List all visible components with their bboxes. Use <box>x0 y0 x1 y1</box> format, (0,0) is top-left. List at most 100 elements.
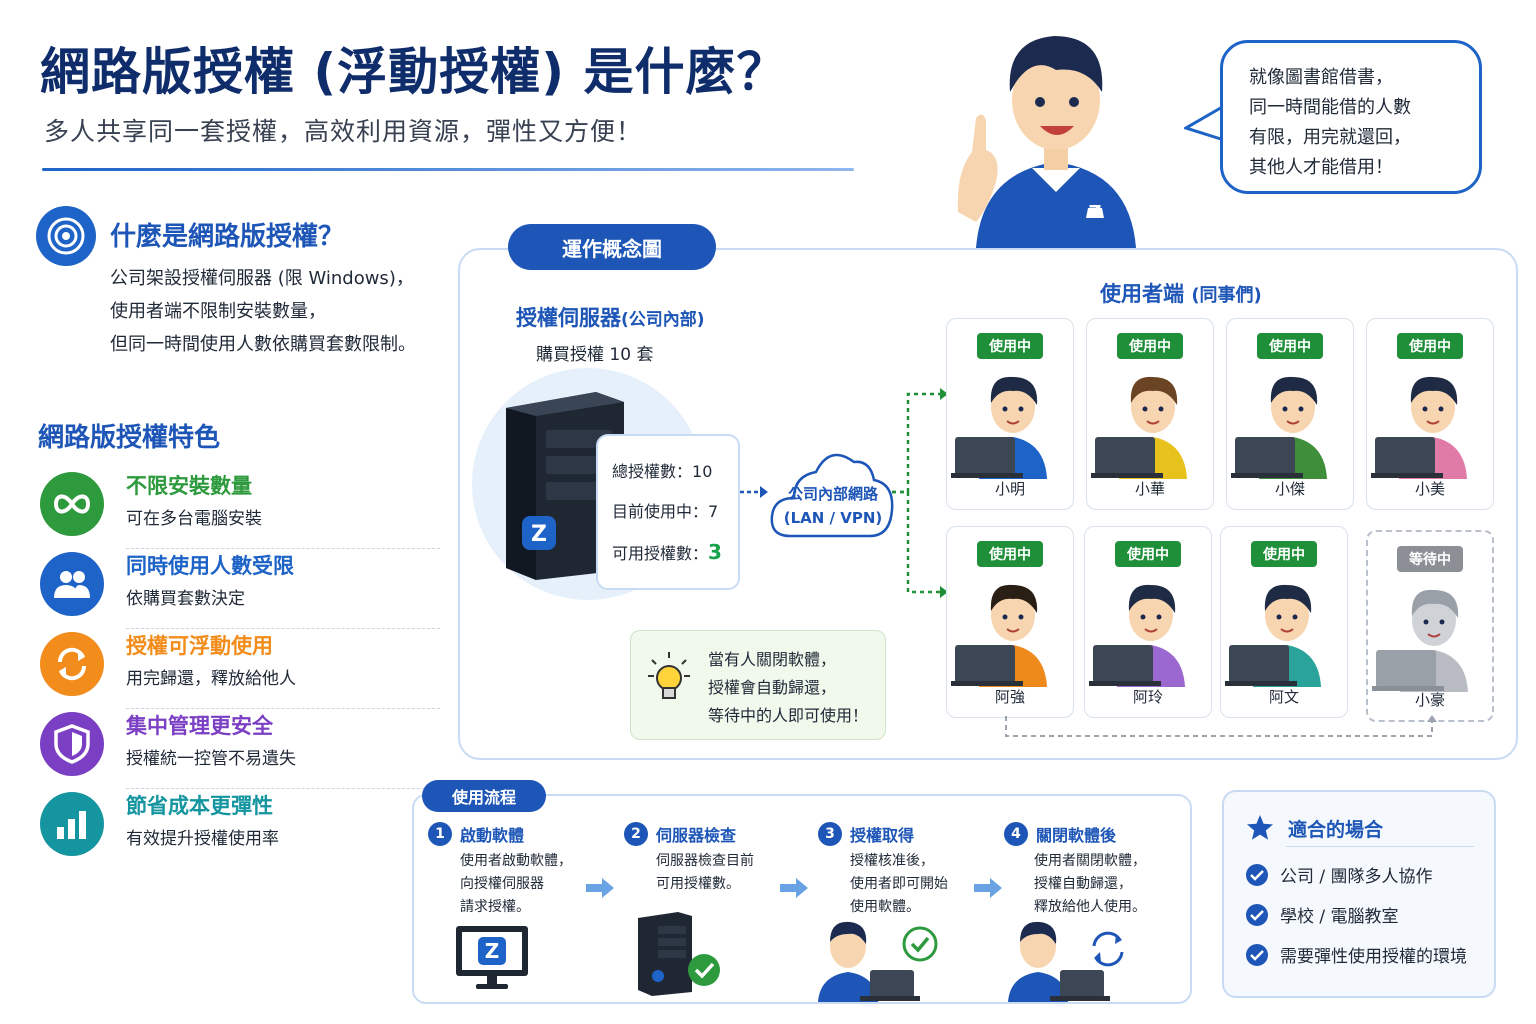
step-line: 使用者啟動軟體， <box>460 853 572 869</box>
step-line: 釋放給他人使用。 <box>1034 899 1146 915</box>
network-label-line: (LAN / VPN) <box>783 509 883 527</box>
users-title-note: (同事們) <box>1191 285 1262 306</box>
step-line: 可用授權數。 <box>656 876 740 892</box>
server-purchased-licenses: 購買授權 10 套 <box>536 345 654 365</box>
server-title-text: 授權伺服器 <box>516 306 621 330</box>
user-approved-icon <box>818 921 938 1002</box>
shield-icon <box>40 712 104 776</box>
monitor-icon: Z <box>456 926 528 989</box>
bubble-tail <box>1184 104 1225 142</box>
flow-step-desc: 使用者關閉軟體， 授權自動歸還， 釋放給他人使用。 <box>1034 850 1146 919</box>
flow-arrow-icon <box>974 878 1002 898</box>
arrow-to-network-icon <box>740 486 768 498</box>
star-icon <box>1247 815 1273 840</box>
user-name: 小豪 <box>1414 691 1445 709</box>
user-name: 小明 <box>994 480 1025 498</box>
available-licenses-label: 可用授權數： <box>612 544 709 563</box>
step-line: 使用者即可開始 <box>850 876 948 892</box>
mascot-illustration: Z <box>957 36 1136 248</box>
feature-desc: 有效提升授權使用率 <box>126 829 279 849</box>
suitable-title-text: 適合的場合 <box>1288 818 1384 841</box>
user-avatar <box>1231 376 1327 479</box>
status-badge: 使用中 <box>1397 333 1463 359</box>
user-avatar <box>1089 584 1185 687</box>
feature-divider <box>126 548 440 549</box>
feature-item: 授權可浮動使用 用完歸還，釋放給他人 <box>40 628 440 709</box>
user-card-waiting: 等待中 小豪 <box>1366 530 1494 722</box>
server-title-note: (公司內部) <box>621 310 705 330</box>
what-is-description: 公司架設授權伺服器 (限 Windows)， 使用者端不限制安裝數量， 但同一時… <box>110 262 450 361</box>
feature-divider <box>126 708 440 709</box>
step-number: 3 <box>818 822 842 846</box>
status-badge: 使用中 <box>1117 333 1183 359</box>
user-avatar <box>951 584 1047 687</box>
step-line: 向授權伺服器 <box>460 876 544 892</box>
feature-desc: 用完歸還，釋放給他人 <box>126 669 296 689</box>
feature-name: 不限安裝數量 <box>126 474 252 498</box>
feature-name: 授權可浮動使用 <box>126 634 273 658</box>
user-release-icon <box>1008 921 1124 1002</box>
network-label-line: 公司內部網路 <box>787 485 878 503</box>
suitable-item-text: 公司 / 團隊多人協作 <box>1280 867 1433 887</box>
suitable-divider <box>1286 846 1474 847</box>
step-line: 請求授權。 <box>460 899 530 915</box>
feature-item: 集中管理更安全 授權統一控管不易遺失 <box>40 708 440 789</box>
status-badge: 使用中 <box>1251 541 1317 567</box>
feature-desc: 依購買套數決定 <box>126 589 245 609</box>
speech-bubble: 就像圖書館借書， 同一時間能借的人數 有限，用完就還回， 其他人才能借用！ <box>1220 40 1482 194</box>
flow-arrow-icon <box>586 878 614 898</box>
user-card: 使用中 小明 <box>946 318 1074 510</box>
user-avatar <box>1091 376 1187 479</box>
infinity-icon <box>40 472 104 536</box>
step-number: 4 <box>1004 822 1028 846</box>
what-is-title: 什麼是網路版授權？ <box>110 222 345 252</box>
svg-text:Z: Z <box>1088 202 1101 223</box>
flow-arrow-icon <box>780 878 808 898</box>
step-line: 授權核准後， <box>850 853 934 869</box>
page-title: 網路版授權 (浮動授權) 是什麼？ <box>40 43 788 101</box>
user-name: 小美 <box>1414 480 1445 498</box>
what-is-line: 但同一時間使用人數依購買套數限制。 <box>110 334 416 355</box>
feature-name: 節省成本更彈性 <box>126 794 273 818</box>
status-badge: 使用中 <box>1257 333 1323 359</box>
users-title: 使用者端 (同事們) <box>1100 278 1262 308</box>
total-licenses-label: 總授權數： <box>612 462 693 481</box>
brand-logo-icon <box>1086 208 1104 218</box>
tip-text: 當有人關閉軟體， 授權會自動歸還， 等待中的人即可使用！ <box>708 646 868 730</box>
user-card: 使用中 小美 <box>1366 318 1494 510</box>
suitable-item-text: 需要彈性使用授權的環境 <box>1280 947 1467 967</box>
network-connectors <box>892 388 948 598</box>
feature-item: 節省成本更彈性 有效提升授權使用率 <box>40 788 400 860</box>
flow-panel <box>412 794 1192 1004</box>
feature-name: 同時使用人數受限 <box>126 554 294 578</box>
page-subtitle: 多人共享同一套授權，高效利用資源，彈性又方便！ <box>44 117 643 146</box>
license-stats-box: 總授權數：10 目前使用中：7 可用授權數：3 <box>596 434 740 590</box>
user-avatar <box>951 376 1047 479</box>
suitable-title: 適合的場合 <box>1246 814 1383 842</box>
available-licenses-value: 3 <box>708 540 722 564</box>
tip-line: 等待中的人即可使用！ <box>708 706 869 725</box>
refresh-icon <box>40 632 104 696</box>
brand-logo-icon <box>522 516 556 550</box>
status-badge: 使用中 <box>977 541 1043 567</box>
check-icon <box>1246 863 1268 886</box>
users-title-text: 使用者端 <box>1100 282 1184 306</box>
bubble-line: 同一時間能借的人數 <box>1249 97 1411 118</box>
suitable-item-text: 學校 / 電腦教室 <box>1280 907 1399 927</box>
return-license-connector <box>1005 715 1437 737</box>
flow-tab: 使用流程 <box>422 780 546 812</box>
users-icon <box>40 552 104 616</box>
bubble-line: 就像圖書館借書， <box>1249 67 1393 88</box>
flow-step-desc: 授權核准後， 使用者即可開始 使用軟體。 <box>850 850 948 919</box>
step-number: 2 <box>624 822 648 846</box>
user-avatar <box>1372 589 1468 692</box>
lightbulb-icon <box>648 652 690 699</box>
suitable-item: 需要彈性使用授權的環境 <box>1246 942 1467 967</box>
server-check-icon <box>638 912 720 996</box>
user-name: 阿玲 <box>1132 688 1163 706</box>
user-card: 使用中 阿玲 <box>1084 526 1212 718</box>
